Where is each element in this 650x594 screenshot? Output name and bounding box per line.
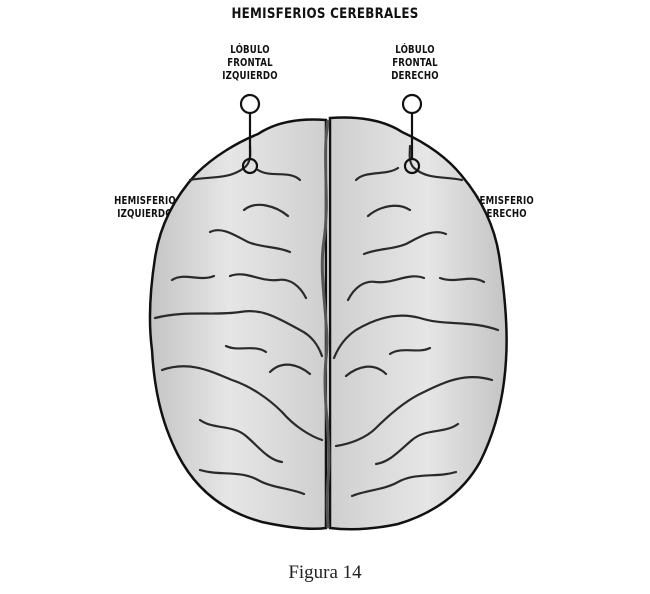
label-right-frontal-lobe: LÓBULO FRONTAL DERECHO xyxy=(391,44,439,82)
label-right-hemisphere: HEMISFERIO DERECHO xyxy=(472,195,534,220)
longitudinal-fissure xyxy=(320,119,331,529)
diagram-title: HEMISFERIOS CEREBRALES xyxy=(231,6,419,22)
pointer-left-frontal xyxy=(239,93,261,175)
left-hemisphere-shape xyxy=(148,118,328,530)
left-sulci xyxy=(153,144,324,496)
label-left-frontal-lobe: LÓBULO FRONTAL IZQUIERDO xyxy=(222,44,278,82)
label-left-hemisphere: HEMISFERIO IZQUIERDO xyxy=(114,195,176,220)
pointer-right-frontal xyxy=(401,93,423,175)
right-sulci xyxy=(332,144,500,498)
right-hemisphere-shape xyxy=(328,116,508,531)
figure-caption: Figura 14 xyxy=(288,562,362,583)
